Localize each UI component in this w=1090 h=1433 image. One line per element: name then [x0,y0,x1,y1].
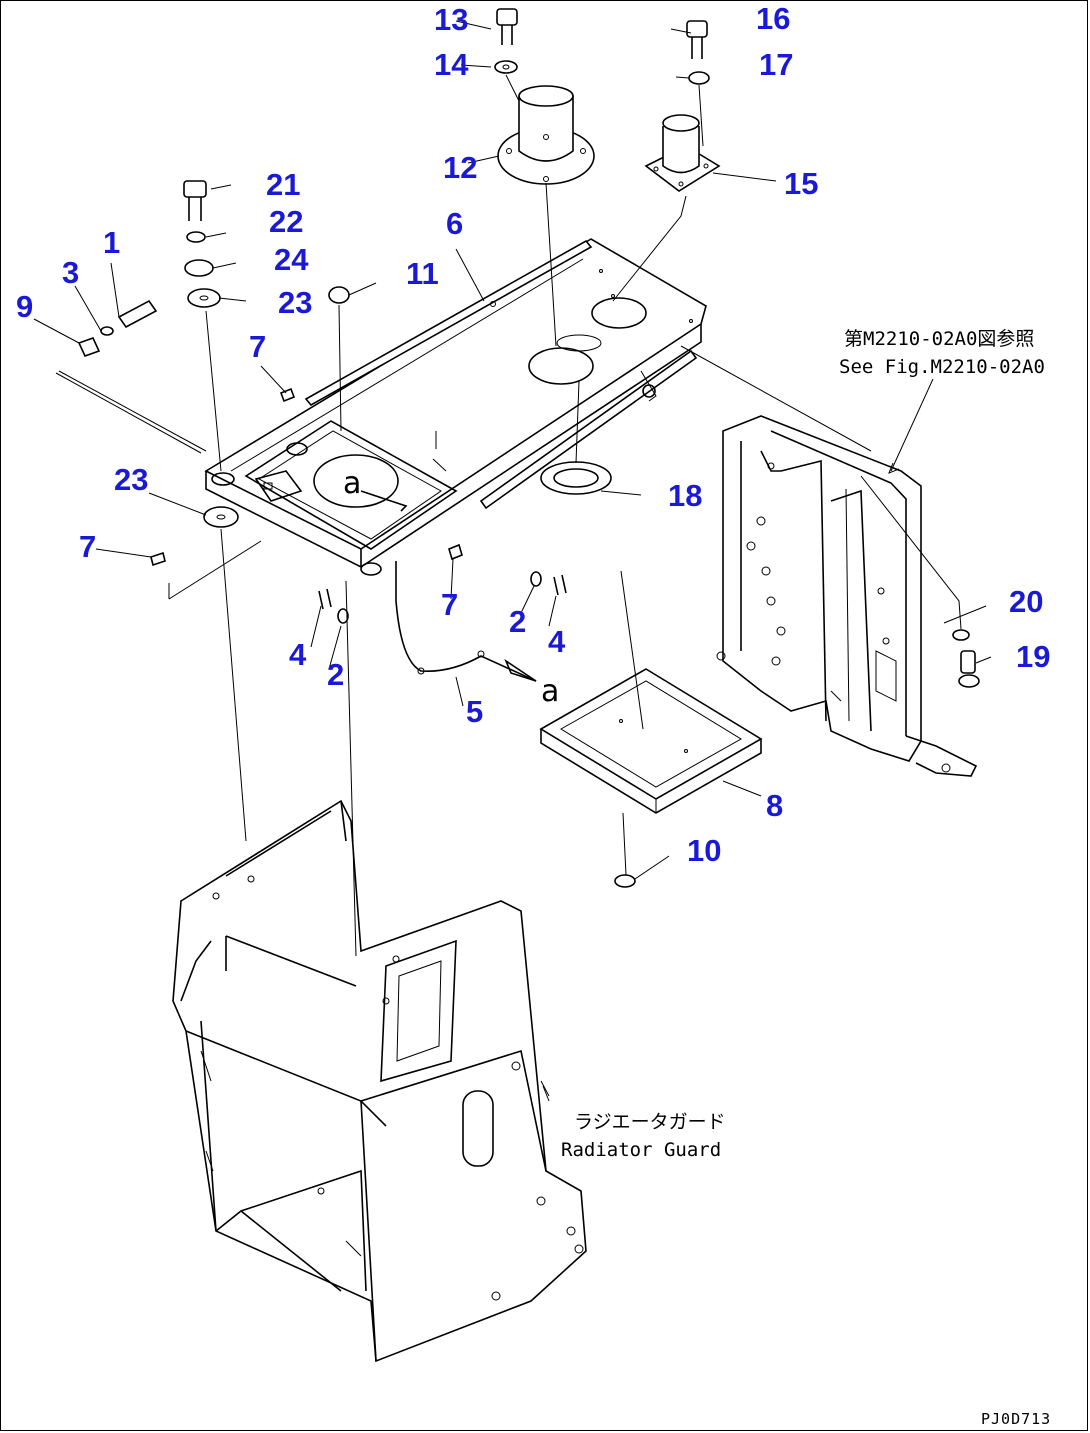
part-number-10: 10 [687,833,721,868]
part-number-24: 24 [274,242,309,277]
rod-part-6 [304,239,698,510]
part-number-23-b: 23 [114,462,148,497]
connector-mark-a: a [343,466,361,501]
part-number-4-b: 4 [548,624,566,659]
part-number-7-c: 7 [441,587,458,622]
cable-part-5 [360,490,537,682]
part-number-2: 2 [327,657,344,692]
cylinder-part-12 [497,85,595,185]
reference-note-en: See Fig.M2210-02A0 [839,356,1045,378]
part-number-13: 13 [434,2,468,37]
part-number-9: 9 [16,289,33,324]
leader-lines [33,20,992,1102]
part-number-8: 8 [766,788,783,823]
part-number-16: 16 [756,1,790,36]
reference-note-jp: 第M2210-02A0図参照 [844,328,1034,350]
part-number-4: 4 [289,637,307,672]
radiator-guard-label-jp: ラジエータガード [574,1111,726,1133]
part-number-14: 14 [434,47,469,82]
part-number-7-b: 7 [79,529,96,564]
part-number-18: 18 [668,478,702,513]
drawing-code: PJ0D713 [981,1410,1051,1428]
radiator-guard-label-en: Radiator Guard [561,1139,721,1161]
part-number-5: 5 [466,694,483,729]
part-number-labels: 1 2 2 3 4 4 5 6 7 7 7 8 9 10 11 12 13 14… [16,1,1050,868]
radiator-guard [172,799,587,1363]
right-console [716,415,978,777]
part-number-22: 22 [269,204,303,239]
part-number-1: 1 [103,225,120,260]
cylinder-part-15 [644,114,721,192]
annotations: 第M2210-02A0図参照 See Fig.M2210-02A0 ラジエータガ… [561,328,1051,1428]
connector-mark-a-b: a [541,674,559,709]
ring-part-18 [540,461,612,495]
part-number-2-b: 2 [509,604,526,639]
part-number-15: 15 [784,166,818,201]
part-number-12: 12 [443,150,477,185]
part-number-20: 20 [1009,584,1043,619]
mat-part-8 [539,668,763,814]
part-number-11: 11 [406,256,439,291]
part-number-19: 19 [1016,639,1050,674]
part-number-17: 17 [759,47,793,82]
part-number-23: 23 [278,285,312,320]
part-number-6: 6 [446,206,463,241]
connector-marks: a a [343,466,559,709]
part-number-3: 3 [62,255,79,290]
part-number-21: 21 [266,167,300,202]
part-number-7: 7 [249,329,266,364]
fasteners [77,8,980,888]
